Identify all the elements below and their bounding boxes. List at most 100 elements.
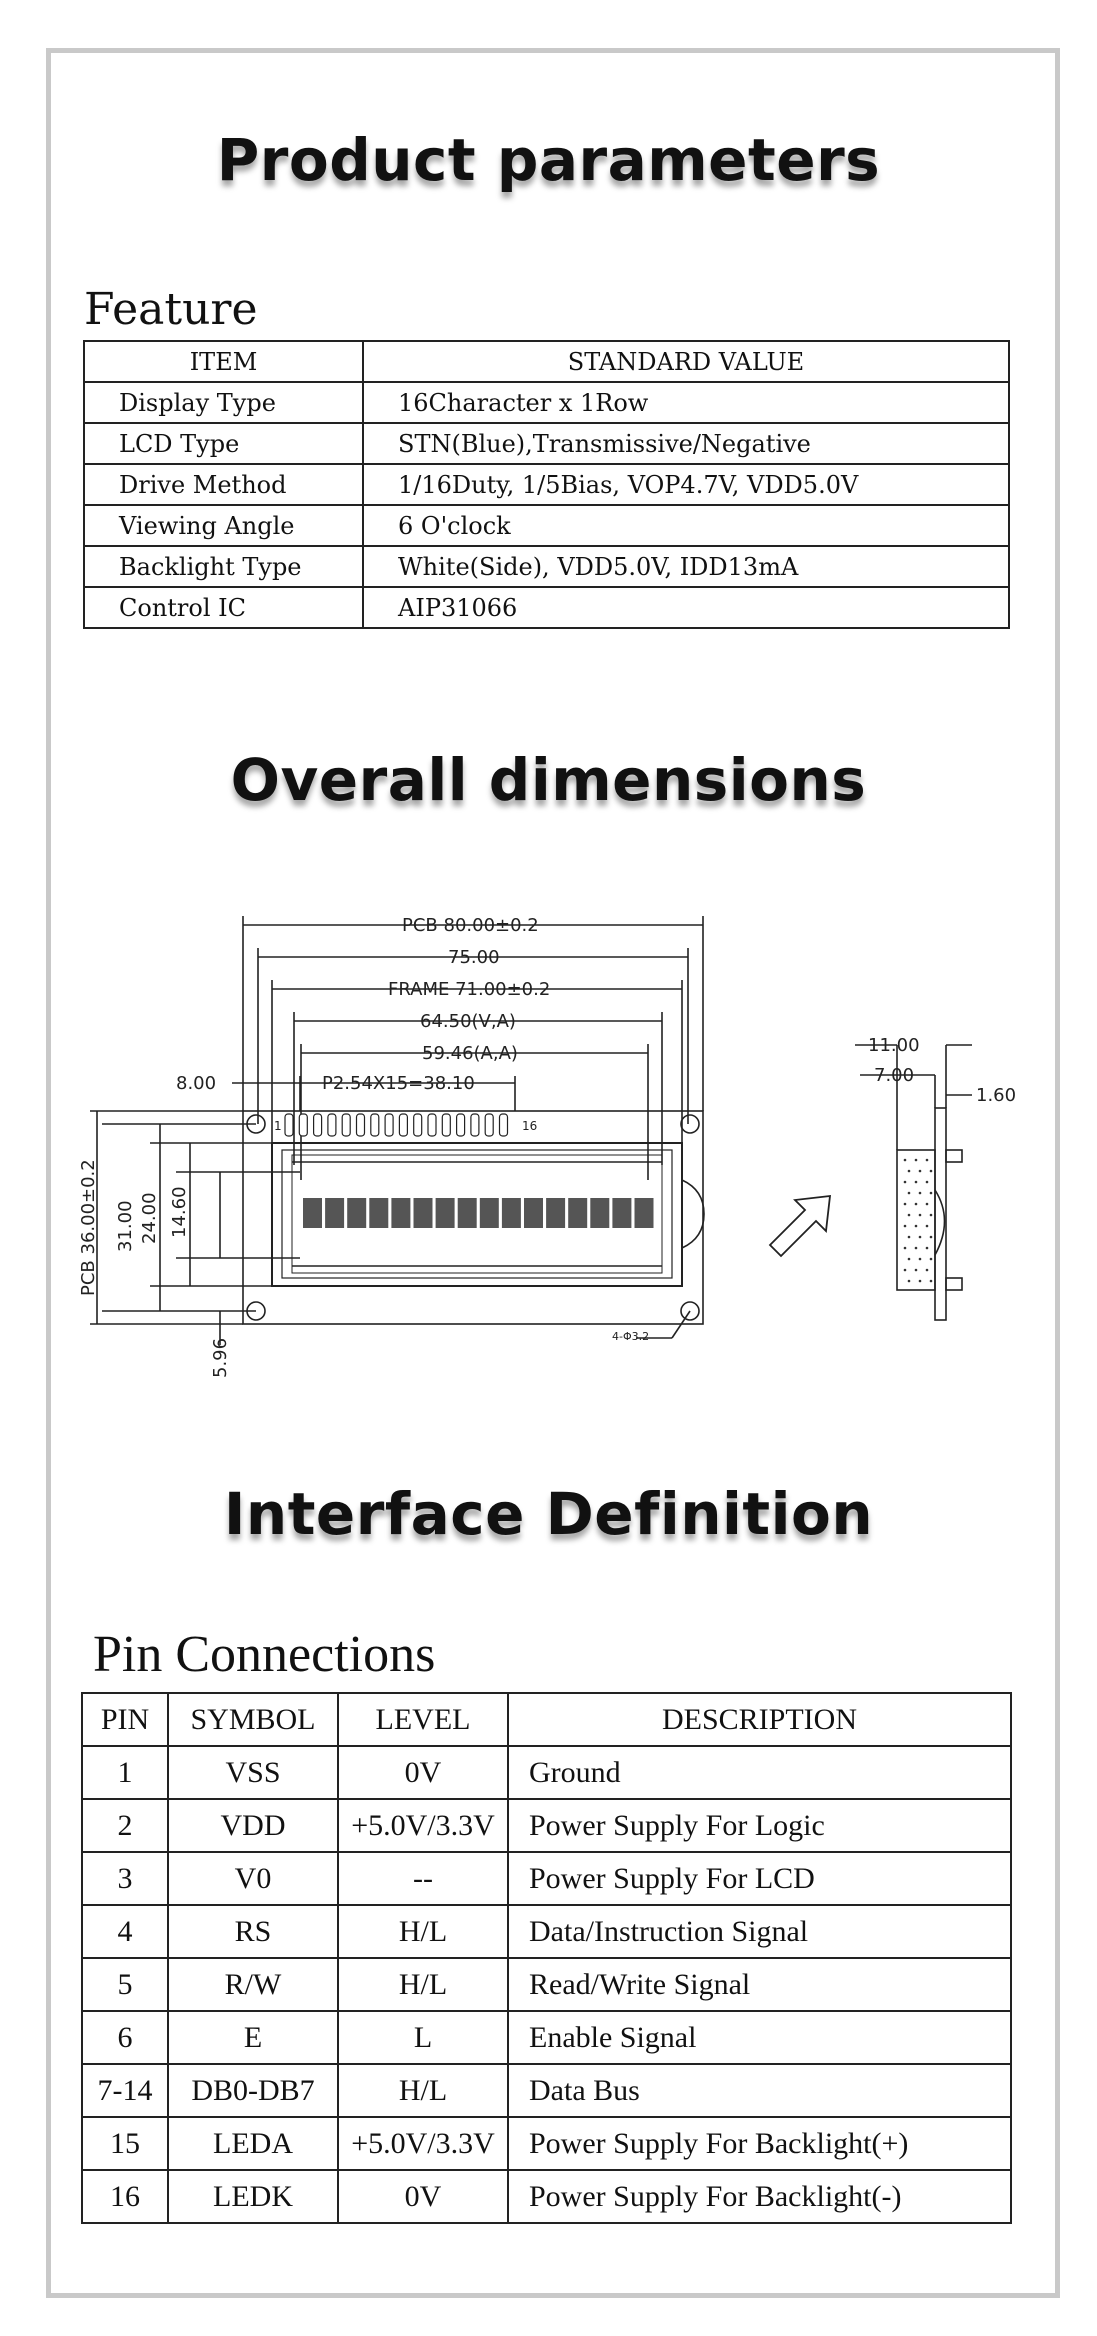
side-view-dot <box>918 1213 922 1217</box>
pin-description: Power Supply For LCD <box>507 1851 1012 1906</box>
side-view-dot <box>929 1235 933 1239</box>
lcd-frame <box>271 1142 683 1287</box>
side-view-dot <box>907 1213 911 1217</box>
side-view-pcb <box>934 1107 947 1321</box>
pcb-outline <box>242 1110 704 1325</box>
pin-pad <box>355 1113 366 1137</box>
interface-definition-title: Interface Definition <box>223 1480 874 1548</box>
table-row: Drive Method 1/16Duty, 1/5Bias, VOP4.7V,… <box>83 463 1010 506</box>
char-cell <box>457 1198 477 1228</box>
side-view-dot <box>929 1191 933 1195</box>
mount-hole <box>680 1301 700 1321</box>
pin-pitch-label: P2.54X15=38.10 <box>322 1073 475 1094</box>
side-view-dot <box>903 1224 907 1228</box>
pin-pad <box>341 1113 351 1137</box>
overall-dimensions-title: Overall dimensions <box>230 746 867 814</box>
pin-pad <box>441 1113 451 1137</box>
char-cell <box>501 1198 521 1228</box>
pin-number: 6 <box>81 2010 169 2065</box>
pin-symbol: V0 <box>167 1851 339 1906</box>
pin-pad <box>284 1113 294 1137</box>
symbol-header: SYMBOL <box>167 1692 339 1747</box>
side-view-dot <box>925 1202 929 1206</box>
pin-description: Enable Signal <box>507 2010 1012 2065</box>
dimension-drawing: PCB 80.00±0.2 75.00 FRAME 71.00±0.2 64.5… <box>78 915 1016 1378</box>
side-view-dot <box>907 1169 911 1173</box>
side-view-dot <box>914 1246 918 1250</box>
char-cell <box>435 1198 455 1228</box>
side-view-dot <box>918 1279 922 1283</box>
side-view-dot <box>929 1279 933 1283</box>
char-cell <box>479 1198 499 1228</box>
side-view-dot <box>929 1257 933 1261</box>
pin-offset-label: 8.00 <box>176 1073 216 1094</box>
pin-level: +5.0V/3.3V <box>337 1798 509 1853</box>
char-cell <box>524 1198 543 1228</box>
feature-label: Feature <box>84 284 258 335</box>
table-row: 3 V0 -- Power Supply For LCD <box>81 1851 1012 1906</box>
char-cell <box>590 1198 610 1228</box>
standard-value-header: STANDARD VALUE <box>362 340 1010 383</box>
table-row: 5 R/W H/L Read/Write Signal <box>81 1957 1012 2012</box>
side-view-dot <box>907 1257 911 1261</box>
pin-number: 4 <box>81 1904 169 1959</box>
pin-pad <box>484 1113 494 1137</box>
feature-value: 6 O'clock <box>362 504 1010 547</box>
side-view-dot <box>903 1202 907 1206</box>
pcb-height-label: PCB 36.00±0.2 <box>78 1159 99 1296</box>
table-row: Backlight Type White(Side), VDD5.0V, IDD… <box>83 545 1010 588</box>
pin-number: 7-14 <box>81 2063 169 2118</box>
side-view-dot <box>929 1169 933 1173</box>
table-row: Control IC AIP31066 <box>83 586 1010 629</box>
table-row: 4 RS H/L Data/Instruction Signal <box>81 1904 1012 1959</box>
hole-spec-label: 4-Φ3.2 <box>612 1330 649 1343</box>
pin-symbol: DB0-DB7 <box>167 2063 339 2118</box>
side-view-dot <box>914 1268 918 1272</box>
feature-table: ITEM STANDARD VALUE Display Type 16Chara… <box>83 340 1010 629</box>
feature-value: 16Character x 1Row <box>362 381 1010 424</box>
pin-number: 15 <box>81 2116 169 2171</box>
feature-item: Drive Method <box>83 463 364 506</box>
pin-number: 5 <box>81 1957 169 2012</box>
pin-level: +5.0V/3.3V <box>337 2116 509 2171</box>
side-view-dot <box>925 1268 929 1272</box>
side-view-dot <box>903 1268 907 1272</box>
pin-level: -- <box>337 1851 509 1906</box>
side-view-dot <box>903 1180 907 1184</box>
pin-pad <box>384 1113 394 1137</box>
char-cell <box>413 1198 433 1228</box>
pin-description: Read/Write Signal <box>507 1957 1012 2012</box>
feature-value: White(Side), VDD5.0V, IDD13mA <box>362 545 1010 588</box>
product-parameters-title: Product parameters <box>216 126 881 194</box>
pin-symbol: LEDA <box>167 2116 339 2171</box>
feature-item: Control IC <box>83 586 364 629</box>
aa-width-label: 59.46(A,A) <box>422 1043 518 1064</box>
side-view-dot <box>903 1158 907 1162</box>
table-row: 2 VDD +5.0V/3.3V Power Supply For Logic <box>81 1798 1012 1853</box>
table-row: 15 LEDA +5.0V/3.3V Power Supply For Back… <box>81 2116 1012 2171</box>
side-view-dot <box>925 1158 929 1162</box>
side-view-dot <box>918 1235 922 1239</box>
pin-pad <box>498 1113 509 1137</box>
pin-last-label: 16 <box>522 1119 537 1133</box>
pin-pad <box>470 1113 480 1137</box>
pin-level: H/L <box>337 1904 509 1959</box>
feature-value: STN(Blue),Transmissive/Negative <box>362 422 1010 465</box>
pin-pad <box>298 1113 308 1137</box>
level-header: LEVEL <box>337 1692 509 1747</box>
pin-symbol: VSS <box>167 1745 339 1800</box>
pin-number: 16 <box>81 2169 169 2224</box>
pin-symbol: R/W <box>167 1957 339 2012</box>
table-row: 16 LEDK 0V Power Supply For Backlight(-) <box>81 2169 1012 2224</box>
table-row: 7-14 DB0-DB7 H/L Data Bus <box>81 2063 1012 2118</box>
side-view-dot <box>918 1191 922 1195</box>
char-cell <box>347 1198 367 1228</box>
feature-header-row: ITEM STANDARD VALUE <box>83 340 1010 383</box>
char-cell <box>568 1198 588 1228</box>
pin-symbol: LEDK <box>167 2169 339 2224</box>
char-cell <box>325 1198 345 1228</box>
table-row: Display Type 16Character x 1Row <box>83 381 1010 424</box>
pin-description: Data Bus <box>507 2063 1012 2118</box>
description-header: DESCRIPTION <box>507 1692 1012 1747</box>
mount-hole <box>680 1114 700 1134</box>
